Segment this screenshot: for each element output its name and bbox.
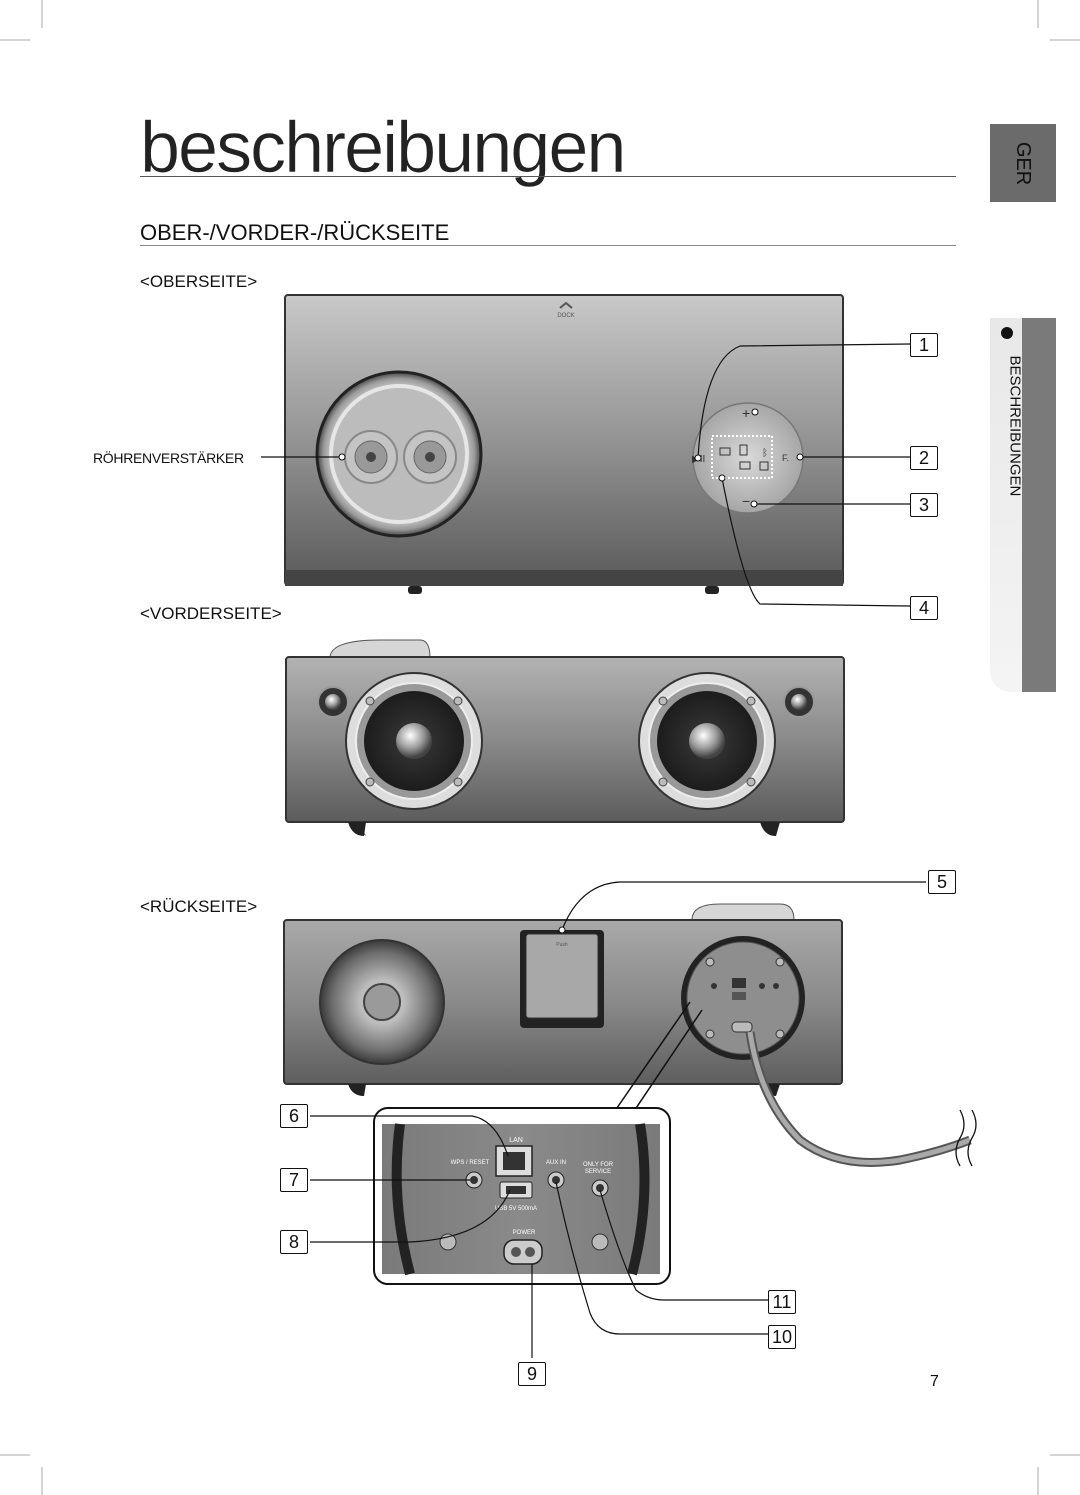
view-label-front: <VORDERSEITE> — [140, 604, 282, 623]
language-tab-label: GER — [1012, 141, 1035, 185]
tube-amp-label: RÖHRENVERSTÄRKER — [93, 450, 244, 466]
svg-text:Push: Push — [556, 942, 568, 948]
aux-in-label: AUX IN — [546, 1160, 566, 1166]
page-number: 7 — [930, 1373, 939, 1390]
chapter-tab — [990, 318, 1056, 692]
section-divider — [140, 245, 956, 246]
callout-11: 11 — [768, 1290, 796, 1314]
bullet-icon — [1001, 327, 1013, 339]
front-view-illustration — [285, 639, 845, 836]
svg-text:−: − — [742, 493, 750, 509]
only-for-label: ONLY FOR — [583, 1162, 614, 1168]
usb-label: USB 5V 500mA — [495, 1206, 537, 1212]
callout-6: 6 — [280, 1104, 308, 1128]
rear-view-illustration: Push — [283, 881, 977, 1167]
svg-text:F.: F. — [782, 453, 789, 463]
svg-text:ᛒ: ᛒ — [762, 448, 768, 459]
callout-2: 2 — [910, 446, 938, 470]
callout-10: 10 — [768, 1325, 796, 1349]
dock-icon — [559, 301, 573, 309]
language-tab — [990, 124, 1056, 202]
callout-4: 4 — [910, 596, 938, 620]
top-view-illustration: DOCK ᛒ + − ▶II F. — [261, 294, 911, 607]
power-label: POWER — [513, 1230, 536, 1236]
wps-reset-label: WPS / RESET — [451, 1160, 490, 1166]
service-label: SERVICE — [585, 1169, 611, 1175]
callout-5: 5 — [928, 870, 956, 894]
dock-label: DOCK — [557, 313, 574, 319]
title-divider — [140, 176, 956, 177]
callout-1: 1 — [910, 333, 938, 357]
chapter-tab-label: BESCHREIBUNGEN — [1006, 355, 1024, 497]
callout-3: 3 — [910, 493, 938, 517]
lan-label: LAN — [509, 1137, 523, 1144]
callout-7: 7 — [280, 1168, 308, 1192]
view-label-top: <OBERSEITE> — [140, 272, 258, 291]
callout-9: 9 — [518, 1362, 546, 1386]
page-title: beschreibungen — [140, 108, 627, 188]
svg-text:+: + — [742, 405, 750, 421]
section-heading: OBER-/VORDER-/RÜCKSEITE — [140, 220, 450, 245]
view-label-rear: <RÜCKSEITE> — [140, 897, 258, 916]
callout-8: 8 — [280, 1230, 308, 1254]
rear-panel-closeup: LAN WPS / RESET AUX IN ONLY FOR SERVICE … — [310, 1107, 770, 1358]
